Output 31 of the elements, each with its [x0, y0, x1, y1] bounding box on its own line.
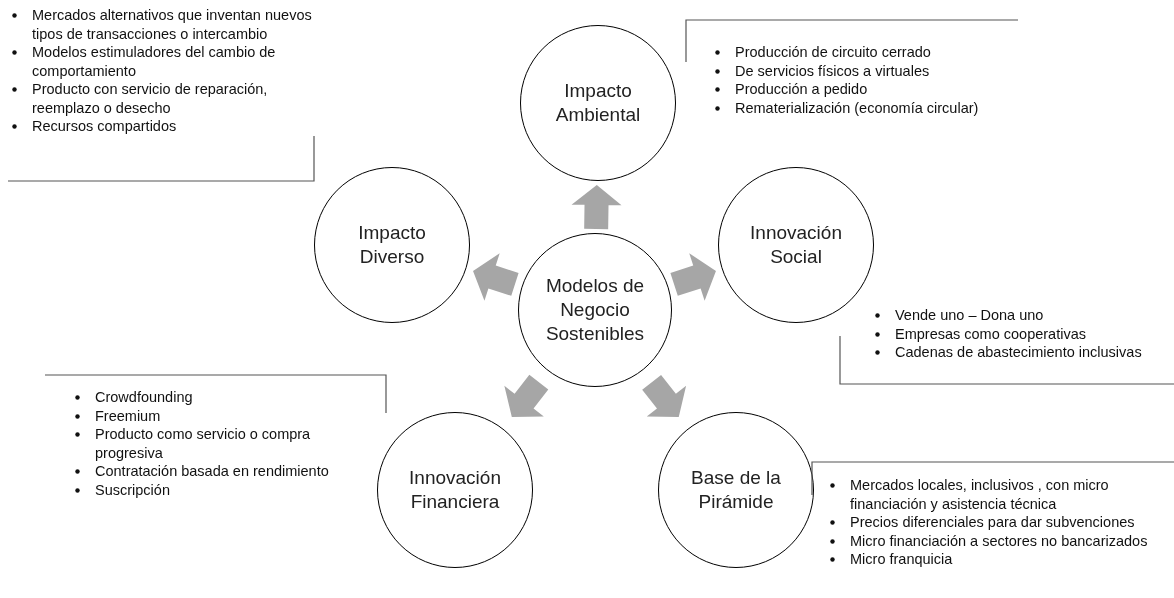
circle-label: Modelos de Negocio Sostenibles — [544, 274, 646, 346]
bullet-item: Vende uno – Dona uno — [895, 307, 1044, 323]
bullet-item: Suscripción — [95, 481, 170, 498]
block-arrow — [642, 374, 687, 417]
bullet-item: Micro franquicia — [850, 551, 953, 567]
block-arrow — [473, 253, 519, 301]
bullet-item: De servicios físicos a virtuales — [735, 62, 930, 79]
bullet-item: Modelos estimuladores del cambio de comportamiento — [32, 44, 276, 79]
bullet-item: Recursos compartidos — [32, 118, 177, 134]
bullet-item: Precios diferenciales para dar subvenciones — [850, 514, 1135, 530]
bullet-item: Rematerialización (economía circular) — [735, 99, 979, 116]
bullet-item: Empresas como cooperativas — [895, 325, 1086, 342]
bullet-item: Cadenas de abastecimiento inclusivas — [895, 344, 1142, 360]
bullet-item: Freemium — [95, 407, 161, 424]
bullet-item: Producto con servicio de reparación, reemplazo o desecho — [32, 81, 268, 116]
bullet-item: Producto como servicio o compra progresiva — [95, 426, 311, 461]
circle-label: Base de la Pirámide — [690, 466, 782, 514]
bullet-item: Contratación basada en rendimiento — [95, 463, 329, 479]
block-arrow — [670, 253, 716, 301]
circle-label: Innovación Financiera — [408, 466, 502, 514]
circle-label: Innovación Social — [749, 221, 843, 269]
circle-label: Impacto Diverso — [357, 221, 427, 269]
bullet-item: Producción de circuito cerrado — [735, 44, 931, 60]
block-arrow — [571, 185, 622, 230]
bullet-item: Mercados alternativos que inventan nuevos tipos de transacciones o intercambio — [32, 7, 312, 42]
circle-label: Impacto Ambiental — [554, 79, 642, 127]
block-arrow — [504, 374, 549, 417]
bullet-item: Crowdfounding — [95, 389, 193, 405]
bullet-item: Mercados locales, inclusivos , con micro financiación y asistencia técnica — [850, 477, 1109, 512]
bullet-item: Producción a pedido — [735, 81, 868, 97]
bullet-item: Micro financiación a sectores no bancarizados — [850, 532, 1148, 549]
